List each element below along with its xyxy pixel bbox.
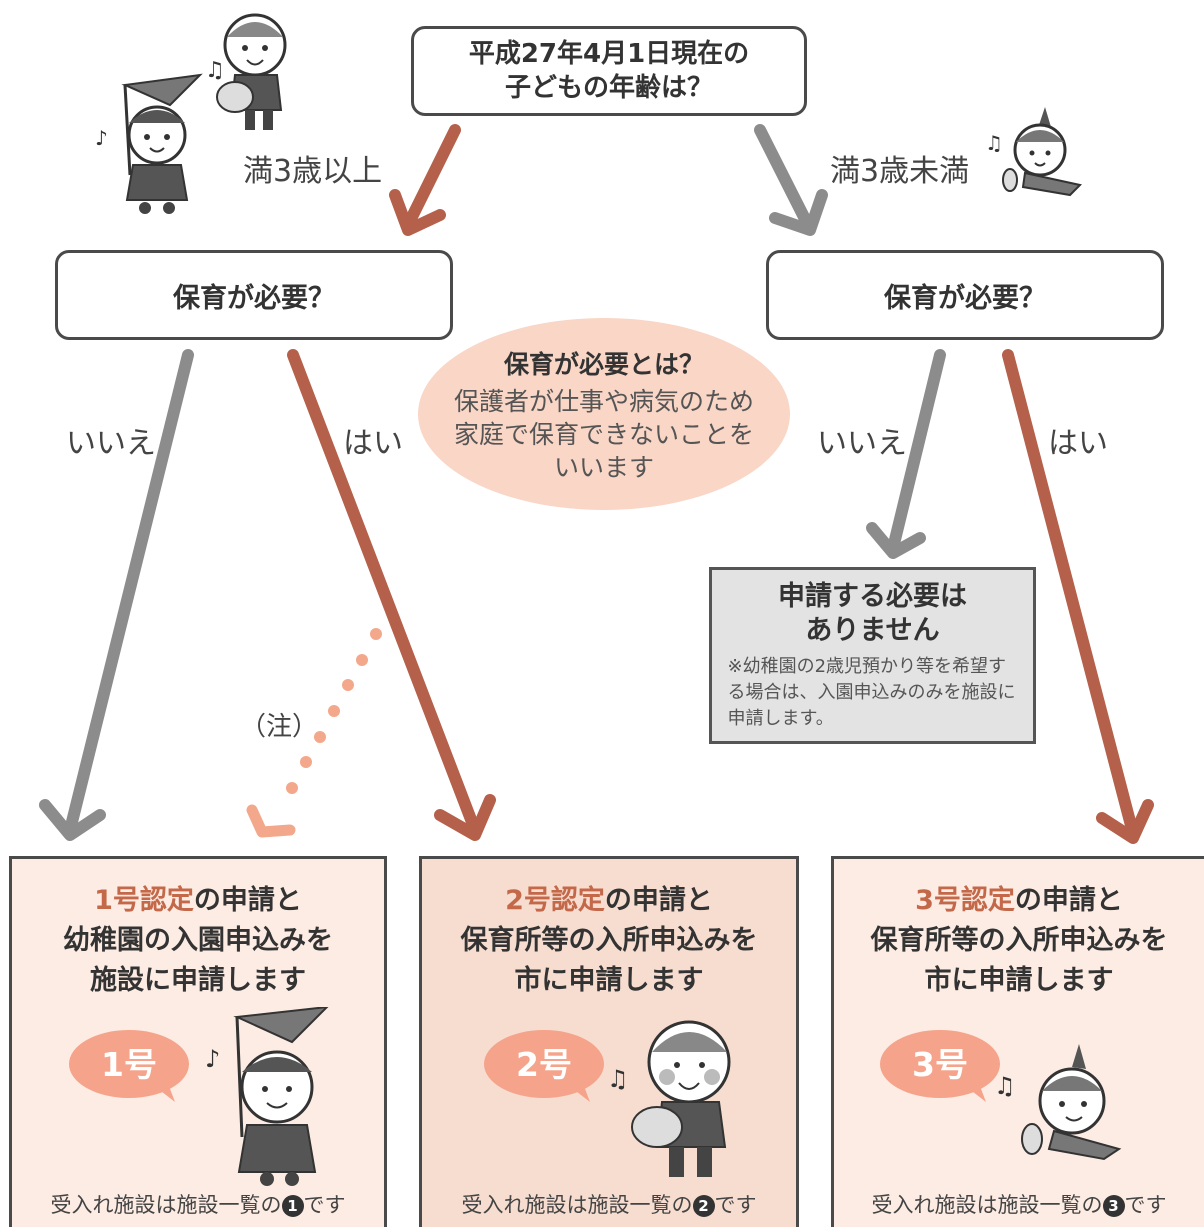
facility-number-icon: 2: [692, 1195, 715, 1217]
svg-text:♫: ♫: [205, 58, 225, 83]
certificate-line1-rest: の申請と: [1014, 885, 1123, 916]
arrow-left-no: [39, 349, 194, 841]
need-care-box-left: 保育が必要？: [55, 250, 453, 340]
arrow-left-yes: [287, 349, 496, 841]
certificate-box-2: 2号認定の申請と 保育所等の入所申込みを 市に申請します 2号 ♫ 受入れ施設は…: [419, 856, 799, 1227]
certificate-line3: 市に申請します: [514, 965, 704, 996]
no-application-line2: ありません: [805, 615, 940, 646]
arrow-note-dotted: [246, 628, 382, 838]
care-definition-title: 保育が必要とは？: [503, 349, 704, 379]
kids-witch-drummer-illustration: ♫ ♪: [95, 13, 287, 214]
certificate-badge-text: 3号: [912, 1045, 968, 1084]
certificate-badge: 1号: [69, 1030, 189, 1102]
age-question-line1: 平成27年4月1日現在の: [468, 39, 750, 69]
facility-number-icon: 3: [1102, 1195, 1125, 1217]
no-application-note: ※幼稚園の2歳児預かり等を希望する場合は、入園申込みのみを施設に申請します。: [727, 656, 1016, 729]
certificate-badge-text: 2号: [516, 1045, 572, 1084]
care-definition-line: 保護者が仕事や病気のため: [453, 386, 754, 416]
care-definition-line: いいます: [553, 452, 654, 482]
arrow-right-no: [866, 349, 946, 559]
answer-yes-left: はい: [343, 426, 403, 461]
facility-number-icon: 1: [281, 1195, 304, 1217]
answer-no-right: いいえ: [817, 426, 907, 461]
certificate-line3: 施設に申請します: [90, 965, 306, 996]
certificate-line1-rest: の申請と: [193, 885, 302, 916]
age-question-box: 平成27年4月1日現在の 子どもの年齢は？: [411, 26, 807, 116]
svg-text:♪: ♪: [95, 126, 108, 150]
branch-label-under3: 満3歳未満: [830, 154, 970, 189]
kid-baby-top-illustration: ♫: [985, 107, 1083, 197]
care-definition-line: 家庭で保育できないことを: [453, 419, 754, 449]
kid-baby-illustration: ♫: [994, 1044, 1122, 1161]
certificate-type: 3号認定: [915, 885, 1015, 916]
care-definition-bubble: 保育が必要とは？ 保護者が仕事や病気のため 家庭で保育できないことを いいます: [418, 318, 790, 510]
kid-witch-illustration: ♪: [205, 1007, 329, 1186]
no-application-box: 申請する必要は ありません ※幼稚園の2歳児預かり等を希望する場合は、入園申込み…: [709, 567, 1036, 744]
certificate-type: 1号認定: [94, 885, 194, 916]
svg-text:♪: ♪: [205, 1045, 220, 1073]
arrow-right-yes: [1002, 349, 1154, 844]
need-care-label-left: 保育が必要？: [173, 282, 335, 314]
need-care-box-right: 保育が必要？: [766, 250, 1164, 340]
certificate-line1-rest: の申請と: [604, 885, 713, 916]
svg-text:♫: ♫: [994, 1072, 1016, 1100]
note-marker: （注）: [240, 712, 319, 742]
need-care-label-right: 保育が必要？: [884, 282, 1046, 314]
certificate-badge-text: 1号: [101, 1045, 157, 1084]
certificate-badge: 3号: [880, 1030, 1000, 1102]
certificate-line2: 保育所等の入所申込みを: [870, 925, 1168, 956]
svg-text:♫: ♫: [607, 1065, 629, 1093]
arrow-over3: [389, 124, 461, 236]
arrow-under3: [754, 124, 828, 236]
no-application-line1: 申請する必要は: [778, 581, 967, 612]
certificate-line1: 2号認定の申請と: [505, 881, 713, 921]
certificate-badge: 2号: [484, 1030, 604, 1102]
branch-label-over3: 満3歳以上: [243, 154, 383, 189]
answer-yes-right: はい: [1048, 426, 1108, 461]
kid-drummer-illustration: ♫: [607, 1020, 731, 1177]
answer-no-left: いいえ: [66, 426, 156, 461]
certificate-line3: 市に申請します: [924, 965, 1114, 996]
certificate-line1: 1号認定の申請と: [94, 881, 302, 921]
certificate-box-1: 1号認定の申請と 幼稚園の入園申込みを 施設に申請します 1号 ♪ 受入れ施設は…: [9, 856, 387, 1227]
certificate-line2: 幼稚園の入園申込みを: [63, 925, 333, 956]
certificate-line2: 保育所等の入所申込みを: [460, 925, 758, 956]
certificate-box-3: 3号認定の申請と 保育所等の入所申込みを 市に申請します 3号 ♫ 受入れ施設は…: [831, 856, 1204, 1227]
age-question-line2: 子どもの年齢は？: [504, 73, 713, 103]
certificate-type: 2号認定: [505, 885, 605, 916]
certificate-line1: 3号認定の申請と: [915, 881, 1123, 921]
svg-text:♫: ♫: [985, 131, 1003, 155]
